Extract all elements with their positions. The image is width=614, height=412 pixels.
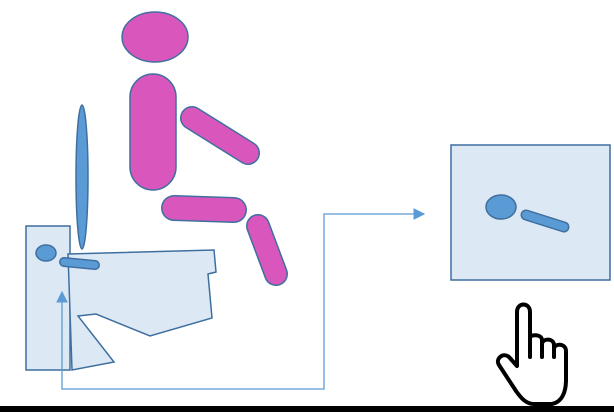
- person-torso: [129, 73, 177, 191]
- pointing-hand-icon: [496, 302, 568, 406]
- flush-button: [35, 244, 57, 262]
- zoom-flush-button: [485, 194, 517, 220]
- person-arm: [181, 107, 259, 164]
- connector-line: [56, 208, 426, 390]
- toilet-seat-lid: [75, 104, 89, 250]
- flush-lever-fill: [60, 258, 99, 269]
- person-thigh: [162, 196, 246, 222]
- zoom-flush-lever: [522, 211, 568, 231]
- person-head: [121, 11, 189, 63]
